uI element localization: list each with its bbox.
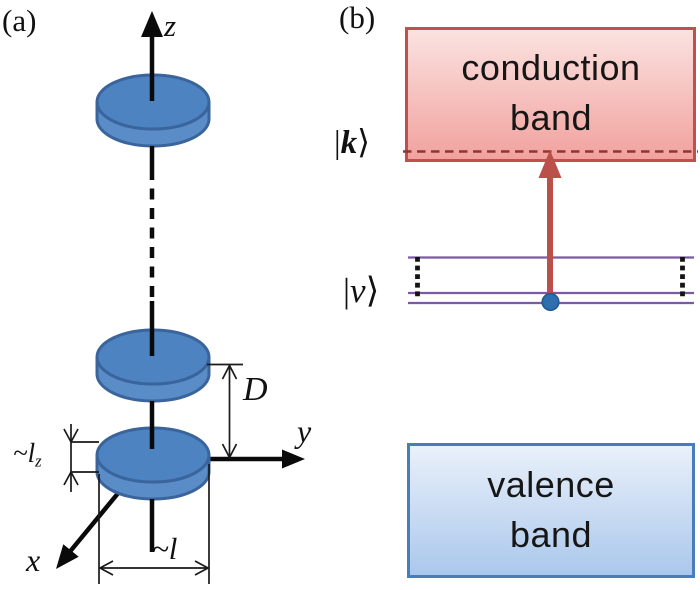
nu-state-label: |ν⟩ [343,273,379,308]
dimension-D [207,363,243,460]
level-continuation-dots [415,257,685,298]
disk-thickness-label-main: ~l [13,438,36,468]
dimension-D-arrowhead-down [221,443,238,460]
transition-arrow-head [538,150,562,178]
y-axis-arrowhead [282,449,305,469]
dimension-D-arrowhead-up [221,363,238,380]
valence-band-text-line1: valence [487,464,615,506]
panel-a-label: (a) [2,3,37,38]
dimension-lz [63,424,99,492]
disk-thickness-label: ~lz [13,440,42,470]
dimension-l-arrowhead-right [194,560,210,576]
dimension-l-arrowhead-left [98,560,114,576]
optical-transition-arrow [538,150,562,301]
panel-b-label: (b) [339,0,376,35]
z-axis-arrowhead [141,11,163,37]
x-axis-label: x [26,542,41,578]
spacing-D-label: D [243,371,268,408]
dimension-lz-arrowhead-top [63,428,79,444]
conduction-band-text: conduction band [407,28,695,158]
dimension-lz-arrowhead-bottom [63,470,79,486]
k-state-symbol: k [340,125,358,161]
conduction-band-text-line2: band [509,97,593,138]
nu-state-symbol: ν [350,271,366,310]
y-axis-label: y [297,413,312,449]
electron-dot [541,292,560,312]
conduction-band-text-line1: conduction [461,47,641,89]
panel-b-graphics [403,27,698,578]
disk-thickness-label-subscript: z [35,451,42,471]
nu-state-open-bracket: | [343,271,351,310]
disk-width-label: ~l [152,531,178,566]
panel-a-graphics [56,11,305,584]
z-axis-label: z [164,8,177,43]
z-axis [141,11,163,552]
k-state-label: |k⟩ [334,127,370,160]
valence-band-box [407,443,695,578]
nu-state-close-bracket: ⟩ [365,271,380,310]
k-state-open-bracket: | [334,125,341,161]
x-axis-arrowhead [56,544,79,569]
k-state-close-bracket: ⟩ [357,125,370,161]
dimension-l [98,464,210,584]
valence-band-text: valence band [408,444,694,576]
valence-band-text-line2: band [509,514,593,555]
